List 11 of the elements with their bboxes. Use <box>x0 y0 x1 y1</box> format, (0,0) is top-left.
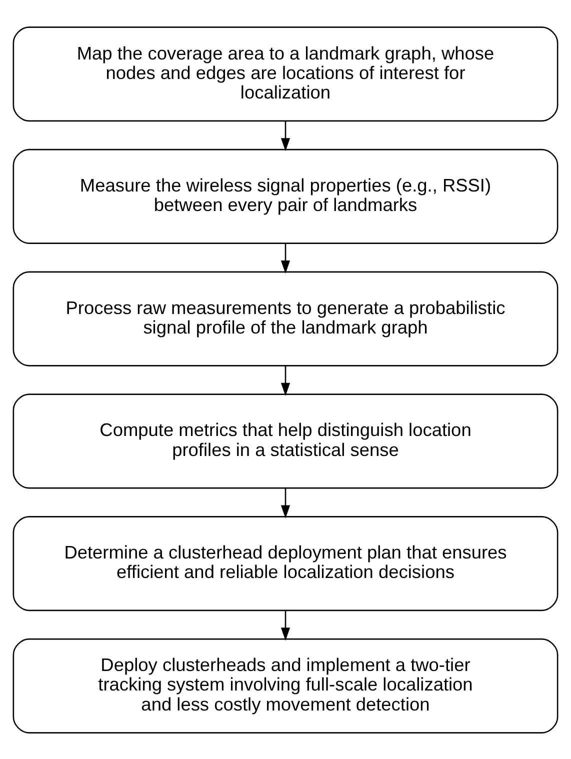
node-box: Measure the wireless signal properties (e.g., RSSI) between every pair of landmarks <box>12 148 558 244</box>
node-box: Deploy clusterheads and implement a two-tier tracking system involving full-scale localization and less costly movement detection <box>12 638 558 733</box>
arrow <box>280 610 290 640</box>
arrow <box>280 242 290 274</box>
arrow <box>280 120 290 151</box>
node-box: Compute metrics that help distinguish location profiles in a statistical sense <box>12 393 558 488</box>
node-box: Map the coverage area to a landmark graph, whose nodes and edges are locations of interest for localization <box>12 26 558 122</box>
node-box: Process raw measurements to generate a probabilistic signal profile of the landmark graph <box>12 270 558 366</box>
arrow <box>280 488 290 518</box>
node-box: Determine a clusterhead deployment plan that ensures efficient and reliable localization decisions <box>12 516 558 611</box>
arrow <box>280 365 290 396</box>
